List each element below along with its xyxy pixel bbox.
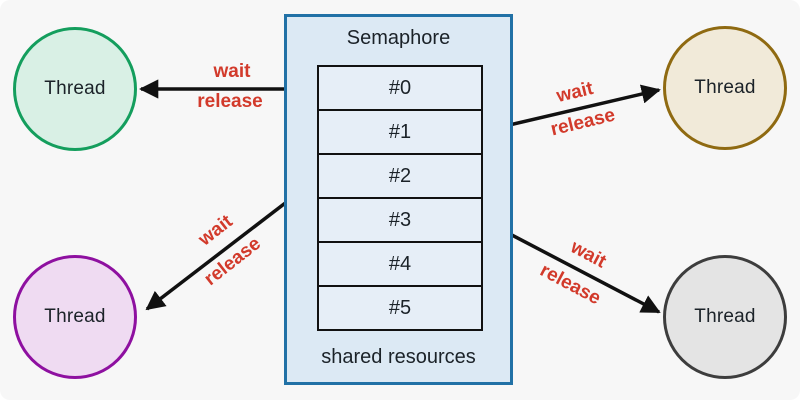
- resource-slot-0: #0: [319, 67, 481, 111]
- resource-slot-3: #3: [319, 199, 481, 243]
- semaphore-title: Semaphore: [346, 27, 451, 49]
- wait-label-3: wait: [194, 210, 237, 251]
- thread-label: Thread: [694, 77, 756, 98]
- thread-label: Thread: [44, 306, 106, 327]
- release-label-2: release: [548, 104, 618, 141]
- release-label-1: release: [197, 91, 263, 112]
- semaphore-caption: shared resources: [321, 346, 476, 368]
- wait-label-4: wait: [566, 236, 610, 273]
- thread-node-bottom-right: Thread: [663, 255, 787, 379]
- thread-node-top-right: Thread: [663, 26, 787, 150]
- resource-slot-5: #5: [319, 287, 481, 329]
- resource-slot-4: #4: [319, 243, 481, 287]
- resource-slot-list: #0 #1 #2 #3 #4 #5: [317, 65, 483, 331]
- thread-label: Thread: [694, 306, 756, 327]
- resource-slot-2: #2: [319, 155, 481, 199]
- wait-label-2: wait: [554, 77, 596, 108]
- thread-node-bottom-left: Thread: [13, 255, 137, 379]
- thread-node-top-left: Thread: [13, 27, 137, 151]
- thread-label: Thread: [44, 78, 106, 99]
- wait-label-1: wait: [213, 61, 251, 82]
- resource-slot-1: #1: [319, 111, 481, 155]
